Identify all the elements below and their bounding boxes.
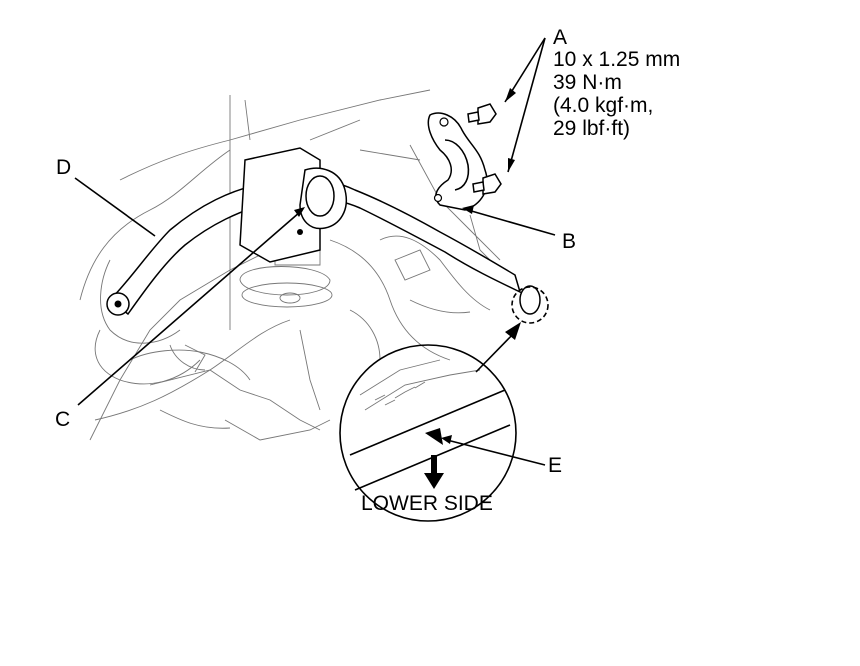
- callout-letter-c: C: [55, 408, 70, 431]
- bushing-holder: [427, 112, 488, 211]
- flange-bolt: [467, 103, 502, 195]
- detail-pointer-arrowhead: [505, 322, 521, 340]
- callout-letter-e: E: [548, 454, 562, 477]
- lower-side-arrow: [424, 455, 444, 489]
- callout-leaders: [74, 37, 556, 466]
- bolt-size-spec: 10 x 1.25 mm: [553, 48, 680, 71]
- detail-pointer-arrow: [475, 329, 518, 373]
- stabilizer-bar: [106, 178, 541, 316]
- lower-side-label: LOWER SIDE: [361, 492, 493, 515]
- torque-lbf-spec: 29 lbf·ft): [553, 117, 630, 140]
- callout-letter-a: A: [553, 26, 567, 49]
- callout-letter-b: B: [562, 230, 576, 253]
- torque-nm-spec: 39 N·m: [553, 71, 622, 94]
- stabilizer-bushing: [239, 147, 347, 263]
- callout-letter-d: D: [56, 156, 71, 179]
- torque-kgf-spec: (4.0 kgf·m,: [553, 94, 653, 117]
